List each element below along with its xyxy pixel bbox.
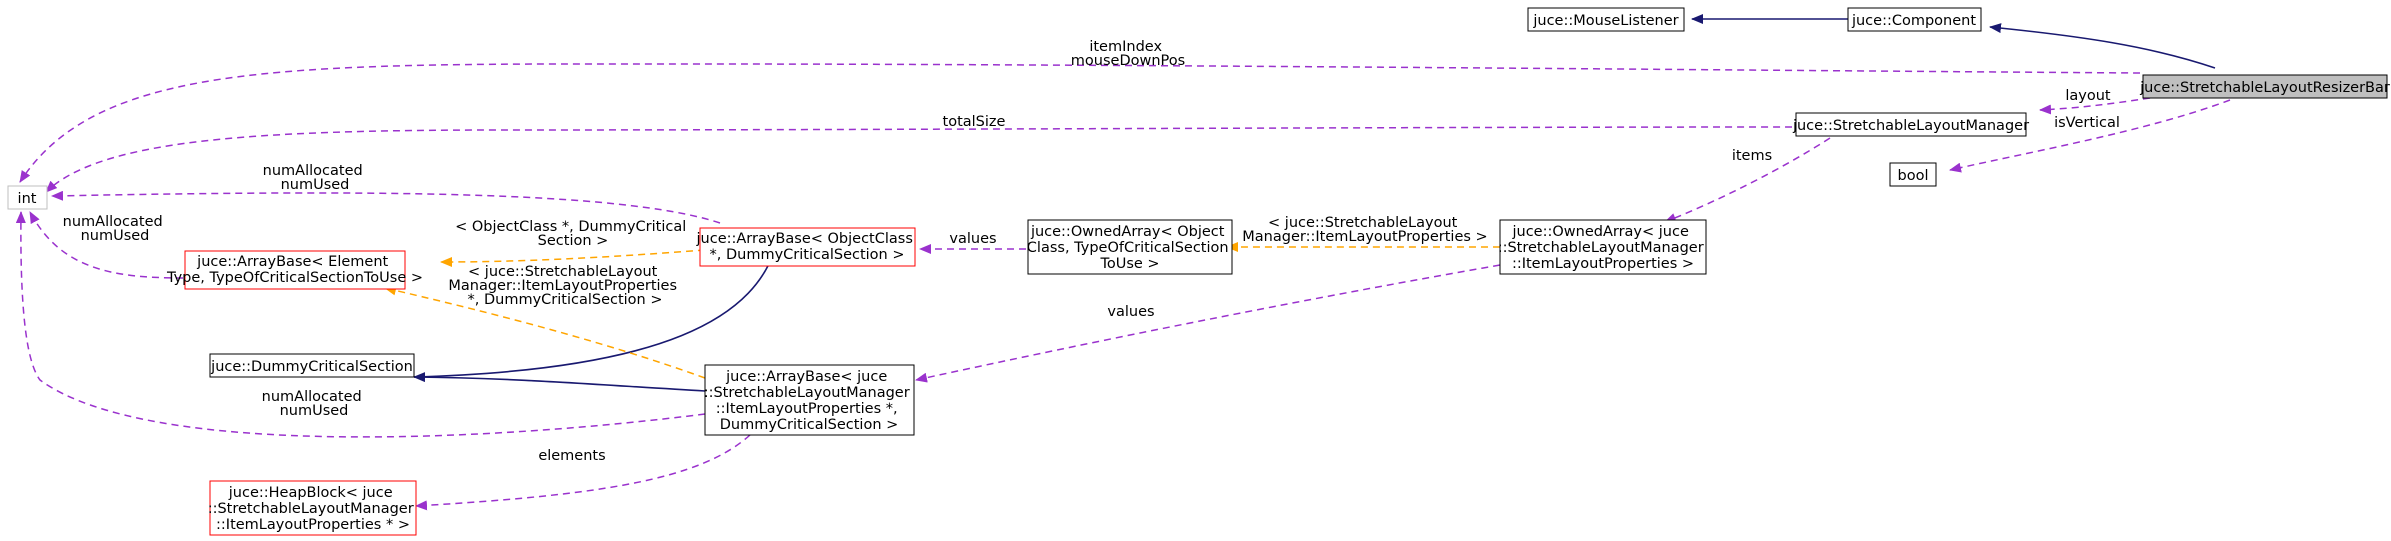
- class-node-dummy-critical-section[interactable]: juce::DummyCriticalSection: [209, 353, 415, 378]
- edge-label-values-object: values: [949, 231, 996, 247]
- edge-label-template-object: < ObjectClass *, DummyCritical Section >: [455, 219, 691, 249]
- edge-dummy-to-arraybase-object: [413, 237, 779, 378]
- edge-layout-manager-to-resizer-layout: [2039, 97, 2151, 115]
- edge-int-to-arraybase-object: [51, 190, 721, 224]
- class-node-label: juce::OwnedArray< juce ::StretchableLayo…: [1498, 224, 1709, 272]
- edge-int-to-resizer-item-index: [19, 63, 2141, 183]
- class-node-label: juce::ArrayBase< ObjectClass *, DummyCri…: [696, 231, 918, 263]
- edge-template-arraybase-items: [384, 285, 706, 379]
- class-node-label: juce::ArrayBase< juce ::StretchableLayou…: [704, 369, 915, 433]
- class-node-label: juce::StretchableLayoutResizerBar: [2139, 80, 2390, 96]
- edge-label-num-allocated-generic: numAllocated numUsed: [63, 214, 168, 244]
- type-node-bool[interactable]: bool: [1889, 162, 1937, 187]
- edge-int-to-layout-manager-total-size: [45, 126, 1793, 193]
- class-node-label: bool: [1898, 168, 1929, 184]
- class-node-component[interactable]: juce::Component: [1847, 7, 1982, 32]
- edge-int-to-arraybase-items: [15, 211, 706, 438]
- edge-label-template-owned: < juce::StretchableLayout Manager::ItemL…: [1242, 215, 1487, 245]
- edge-label-num-allocated-object: numAllocated numUsed: [263, 163, 368, 193]
- class-node-arraybase-items[interactable]: juce::ArrayBase< juce ::StretchableLayou…: [704, 364, 915, 436]
- type-node-int[interactable]: int: [7, 185, 48, 210]
- class-node-label: juce::Component: [1851, 13, 1976, 29]
- edge-label-layout: layout: [2065, 88, 2111, 104]
- class-node-resizer-bar[interactable]: juce::StretchableLayoutResizerBar: [2139, 74, 2390, 99]
- class-node-layout-manager[interactable]: juce::StretchableLayoutManager: [1792, 112, 2029, 137]
- edge-dummy-to-arraybase-items: [413, 372, 706, 392]
- edge-template-arraybase-object: [440, 249, 706, 267]
- edge-label-total-size: totalSize: [943, 114, 1006, 130]
- edge-label-values-items: values: [1107, 304, 1154, 320]
- class-node-heap-block[interactable]: juce::HeapBlock< juce ::StretchableLayou…: [208, 480, 419, 536]
- class-node-label: int: [18, 191, 37, 207]
- class-node-label: juce::HeapBlock< juce ::StretchableLayou…: [208, 485, 419, 533]
- class-node-mouse-listener[interactable]: juce::MouseListener: [1527, 7, 1685, 32]
- class-node-label: juce::OwnedArray< Object Class, TypeOfCr…: [1027, 224, 1233, 272]
- class-node-arraybase-object[interactable]: juce::ArrayBase< ObjectClass *, DummyCri…: [696, 227, 918, 267]
- class-node-owned-array-generic[interactable]: juce::OwnedArray< Object Class, TypeOfCr…: [1027, 219, 1233, 275]
- edge-arraybase-items-to-owned-items: [915, 264, 1501, 383]
- edge-label-is-vertical: isVertical: [2054, 115, 2120, 131]
- class-node-arraybase-generic[interactable]: juce::ArrayBase< Element Type, TypeOfCri…: [166, 250, 423, 290]
- class-node-label: juce::ArrayBase< Element Type, TypeOfCri…: [166, 254, 423, 286]
- edge-heap-block-to-arraybase-items: [415, 434, 751, 511]
- edge-bool-to-resizer-is-vertical: [1949, 99, 2231, 173]
- edge-label-template-items: < juce::StretchableLayout Manager::ItemL…: [448, 264, 681, 308]
- edge-label-elements: elements: [538, 448, 605, 464]
- edge-label-item-index: itemIndex mouseDownPos: [1071, 39, 1185, 69]
- class-node-owned-array-items[interactable]: juce::OwnedArray< juce ::StretchableLayo…: [1498, 219, 1709, 275]
- edge-component-to-resizer-bar: [1989, 23, 2216, 69]
- class-node-label: juce::StretchableLayoutManager: [1792, 118, 2029, 134]
- class-node-label: juce::MouseListener: [1532, 13, 1678, 29]
- edge-label-items: items: [1732, 148, 1772, 164]
- edge-int-to-arraybase-generic: [29, 211, 184, 279]
- class-node-label: juce::DummyCriticalSection: [210, 359, 413, 375]
- edge-label-num-allocated-items: numAllocated numUsed: [262, 389, 367, 419]
